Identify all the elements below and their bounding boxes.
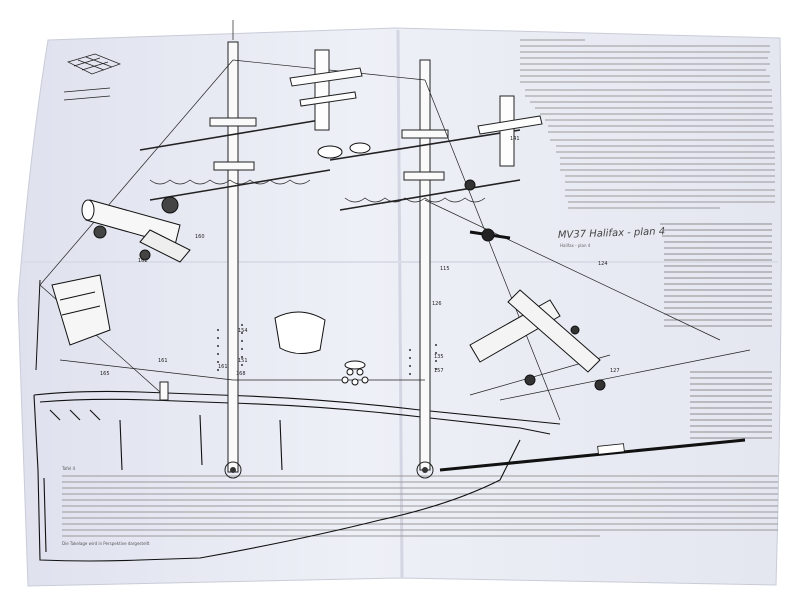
part-number: 115 [440, 266, 450, 272]
bottom-spar [439, 438, 746, 472]
part-number: 161 [218, 364, 228, 370]
detail-bow-fitting [35, 274, 111, 371]
part-number: 135 [434, 354, 444, 360]
part-number: 151 [238, 358, 248, 364]
dotted-shrouds [217, 324, 437, 375]
part-number: 127 [610, 368, 620, 374]
plan-title: MV37 Halifax - plan 4 [558, 226, 666, 241]
detail-spar-blocks [81, 196, 191, 263]
part-number: 168 [236, 371, 246, 377]
detail-crosstrees-top [289, 49, 543, 167]
part-number: 160 [195, 234, 205, 240]
yards [139, 119, 521, 211]
part-number: 162 [138, 258, 148, 264]
bottom-note: Die Takelage wird in Perspektive dargest… [62, 541, 150, 546]
plan-subtitle: Halifax - plan 4 [560, 243, 591, 248]
vertical-fold [396, 29, 404, 579]
detail-crossing-spars [464, 179, 606, 391]
sail-edge-fore [149, 179, 311, 185]
description-text-block [520, 39, 775, 209]
part-number: 154 [238, 328, 248, 334]
capstans [230, 467, 428, 473]
ship-hull [33, 381, 561, 562]
tafel-label: Tafel 4 [61, 466, 75, 471]
parts-table-upper [660, 223, 772, 327]
part-number: 161 [158, 358, 168, 364]
detail-cap [274, 142, 371, 386]
part-number: 157 [434, 368, 444, 374]
part-number: 165 [100, 371, 110, 377]
part-number: 141 [510, 136, 520, 142]
sail-edge-main [344, 197, 486, 203]
parts-table-lower [690, 371, 772, 439]
detail-grating [63, 53, 121, 101]
spar-fitting [597, 443, 625, 455]
part-number: 126 [432, 301, 442, 307]
part-number: 124 [598, 261, 608, 267]
